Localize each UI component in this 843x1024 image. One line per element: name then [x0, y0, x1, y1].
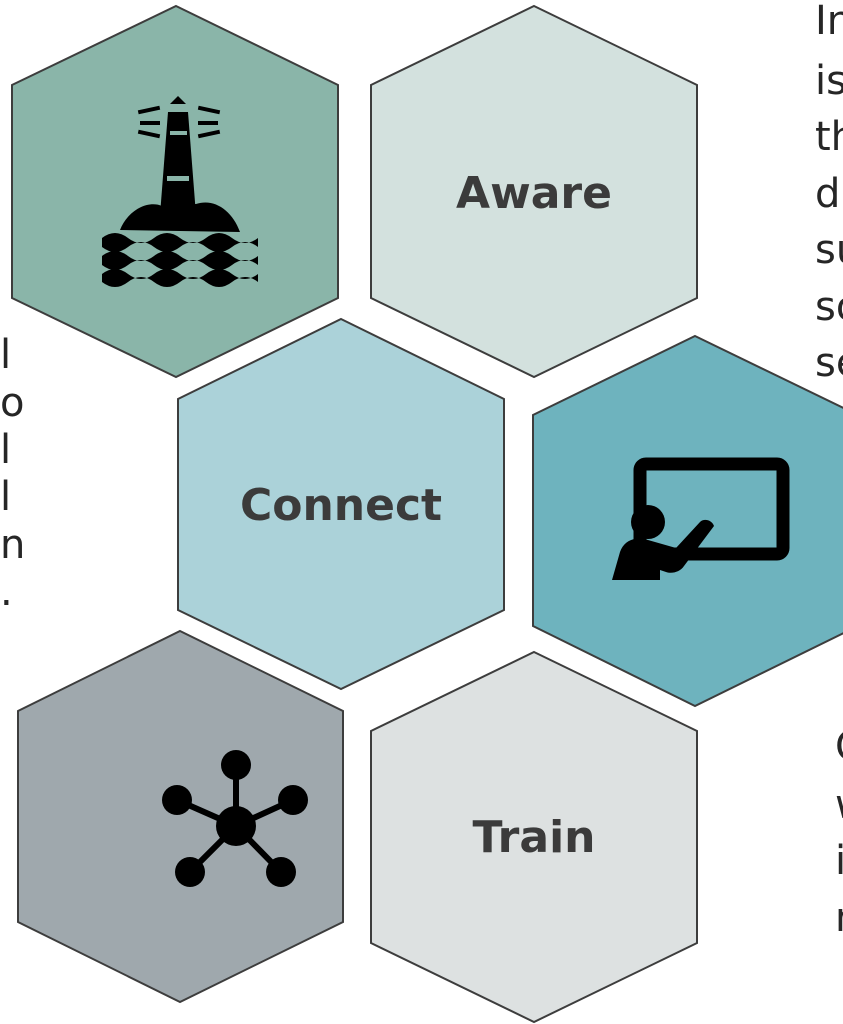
hex-lighthouse: [11, 4, 339, 379]
right-text-column-bottom: C w i n: [835, 724, 843, 941]
right-text-line: In: [815, 0, 843, 44]
left-text-line: l: [0, 474, 11, 520]
left-text-line: .: [0, 569, 13, 615]
hex-label-train: Train: [473, 812, 596, 863]
hex-aware: Aware: [370, 4, 698, 379]
right-text-line: se: [815, 340, 843, 386]
hex-train: Train: [370, 650, 698, 1024]
right-text-line: so: [815, 284, 843, 330]
right-text-column-top: In is th d su so se: [815, 0, 843, 386]
lighthouse-icon: [102, 96, 258, 287]
right-text-line: w: [835, 782, 843, 828]
right-text-line: C: [835, 724, 843, 770]
right-text-line: d: [815, 171, 840, 217]
hex-network: [17, 629, 344, 1004]
right-text-line: i: [835, 838, 843, 884]
right-text-line: th: [815, 114, 843, 160]
presentation-icon: [612, 457, 790, 580]
left-text-line: l: [0, 427, 11, 473]
hex-label-connect: Connect: [240, 480, 442, 531]
left-text-line: o: [0, 380, 24, 426]
left-text-line: n: [0, 522, 25, 568]
hex-connect: Connect: [177, 317, 505, 691]
left-text-line: l: [0, 332, 11, 378]
left-text-column: l o l l n .: [0, 332, 25, 615]
right-text-line: is: [815, 58, 843, 104]
hex-label-aware: Aware: [456, 168, 612, 219]
right-text-line: su: [815, 227, 843, 273]
network-icon: [162, 750, 308, 887]
right-text-line: n: [835, 895, 843, 941]
hex-teach: [532, 334, 843, 708]
